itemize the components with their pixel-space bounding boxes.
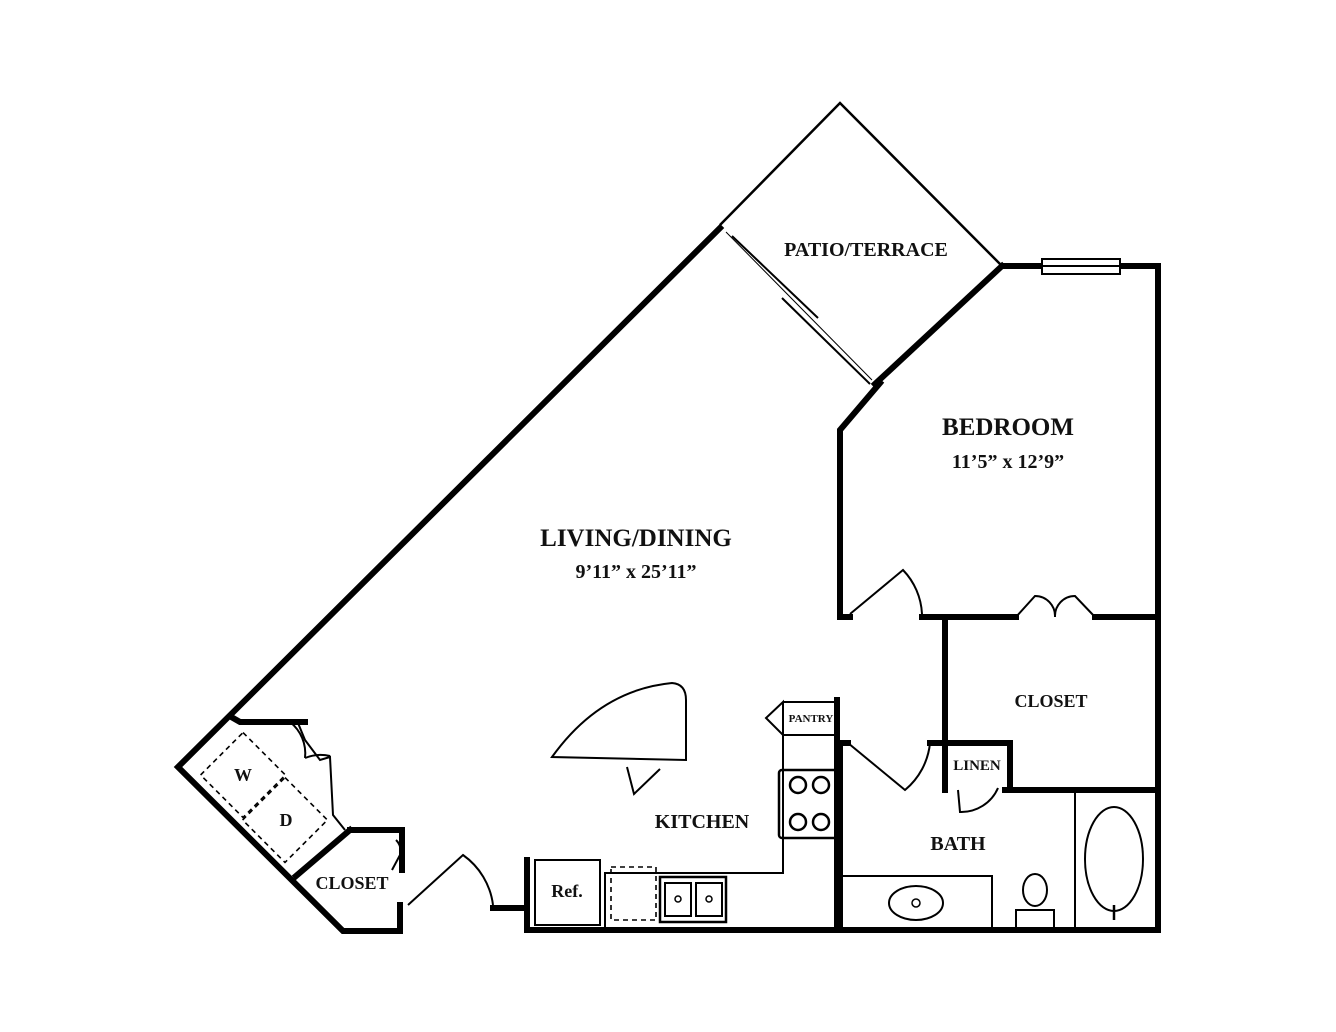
- sink-drain-1: [674, 895, 682, 903]
- bath-sink: [888, 885, 944, 921]
- entry-door[interactable]: [407, 853, 494, 906]
- bathtub-basin: [1084, 806, 1144, 912]
- bath-door[interactable]: [847, 742, 931, 792]
- bar-stool-swing: [626, 766, 661, 796]
- bathtub: [1074, 791, 1157, 930]
- stove: [777, 768, 839, 840]
- pantry-door[interactable]: [764, 699, 837, 738]
- living-size: 9’11” x 25’11”: [575, 561, 696, 583]
- kitchen-label: KITCHEN: [655, 811, 750, 833]
- kitchen-sink: [658, 875, 728, 924]
- bath-label: BATH: [930, 833, 986, 855]
- refrigerator-label: Ref.: [551, 881, 582, 901]
- kitchen-counter: [604, 735, 784, 930]
- exterior-wall-patio: [870, 261, 1007, 389]
- sliding-door-panel-inner: [781, 297, 871, 385]
- burner-3: [788, 812, 808, 832]
- toilet-tank: [1015, 909, 1055, 929]
- laundry-closet-divider: [291, 825, 355, 881]
- kitchen-sink-basin-2: [695, 882, 723, 917]
- sink-drain-2: [705, 895, 713, 903]
- linen-door[interactable]: [957, 787, 999, 814]
- laundry-bifold-doors[interactable]: [297, 722, 346, 831]
- linen-wall: [942, 740, 1013, 788]
- dishwasher: [610, 866, 657, 921]
- kitchen-bar-counter: [550, 681, 687, 762]
- living-label: LIVING/DINING: [540, 525, 732, 552]
- bedroom-closet-label: CLOSET: [1014, 691, 1087, 711]
- bedroom-label: BEDROOM: [942, 414, 1074, 441]
- burner-4: [811, 812, 831, 832]
- entry-closet-door[interactable]: [391, 839, 402, 871]
- washer-label: W: [234, 765, 252, 785]
- laundry-door-arc: [289, 721, 331, 759]
- entry-closet-label: CLOSET: [315, 873, 388, 893]
- patio-outline: [719, 101, 1003, 267]
- kitchen-sink-basin-1: [664, 882, 692, 917]
- sliding-door-track: [725, 231, 873, 381]
- burner-2: [811, 775, 831, 795]
- bedroom-size: 11’5” x 12’9”: [952, 451, 1064, 473]
- sliding-door-panel-outer: [731, 235, 819, 319]
- bath-vanity: [841, 875, 993, 931]
- closet-bifold-door[interactable]: [1015, 594, 1096, 618]
- bedroom-wall-left: [837, 378, 885, 620]
- bedroom-door[interactable]: [849, 568, 923, 615]
- patio-label: PATIO/TERRACE: [784, 239, 948, 261]
- exterior-wall-left: [173, 223, 725, 934]
- washer: [199, 731, 287, 819]
- burner-1: [788, 775, 808, 795]
- dryer: [241, 776, 329, 864]
- refrigerator: [534, 859, 601, 926]
- pantry-label: PANTRY: [789, 713, 834, 725]
- dryer-label: D: [280, 810, 293, 830]
- toilet-bowl: [1022, 873, 1048, 907]
- laundry-wall: [228, 713, 308, 725]
- bath-sink-drain: [911, 898, 921, 908]
- linen-label: LINEN: [953, 758, 1001, 774]
